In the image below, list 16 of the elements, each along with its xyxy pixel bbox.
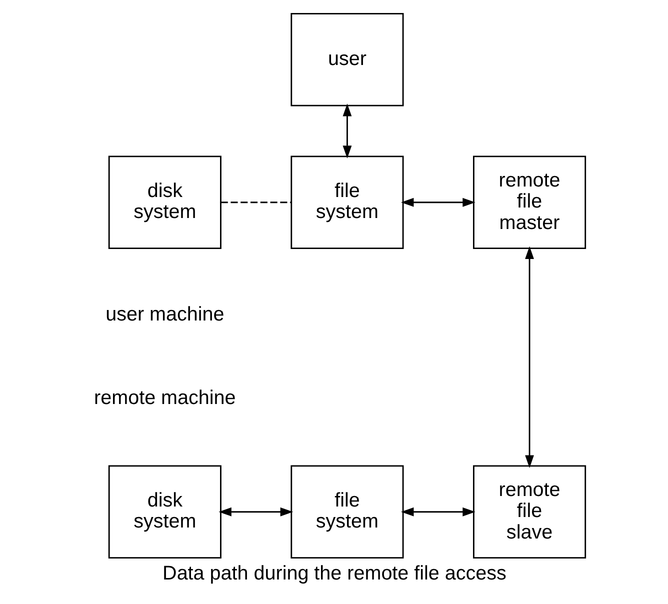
label: remote machine <box>94 387 236 410</box>
node-box: remote file slave <box>472 465 586 558</box>
node-box: user <box>290 13 404 106</box>
label: user machine <box>105 304 224 326</box>
arrow <box>524 246 534 468</box>
node-box: file system <box>290 465 404 558</box>
caption: Data path during the remote file access <box>162 562 506 584</box>
arrow <box>400 507 475 516</box>
node-box: disk system <box>108 156 221 249</box>
arrow <box>342 104 352 158</box>
node-box: disk system <box>108 465 221 558</box>
node-box: remote file master <box>472 156 586 249</box>
arrow <box>218 507 293 516</box>
arrow <box>400 198 475 207</box>
connector <box>220 202 290 204</box>
node-box: file system <box>290 156 404 249</box>
